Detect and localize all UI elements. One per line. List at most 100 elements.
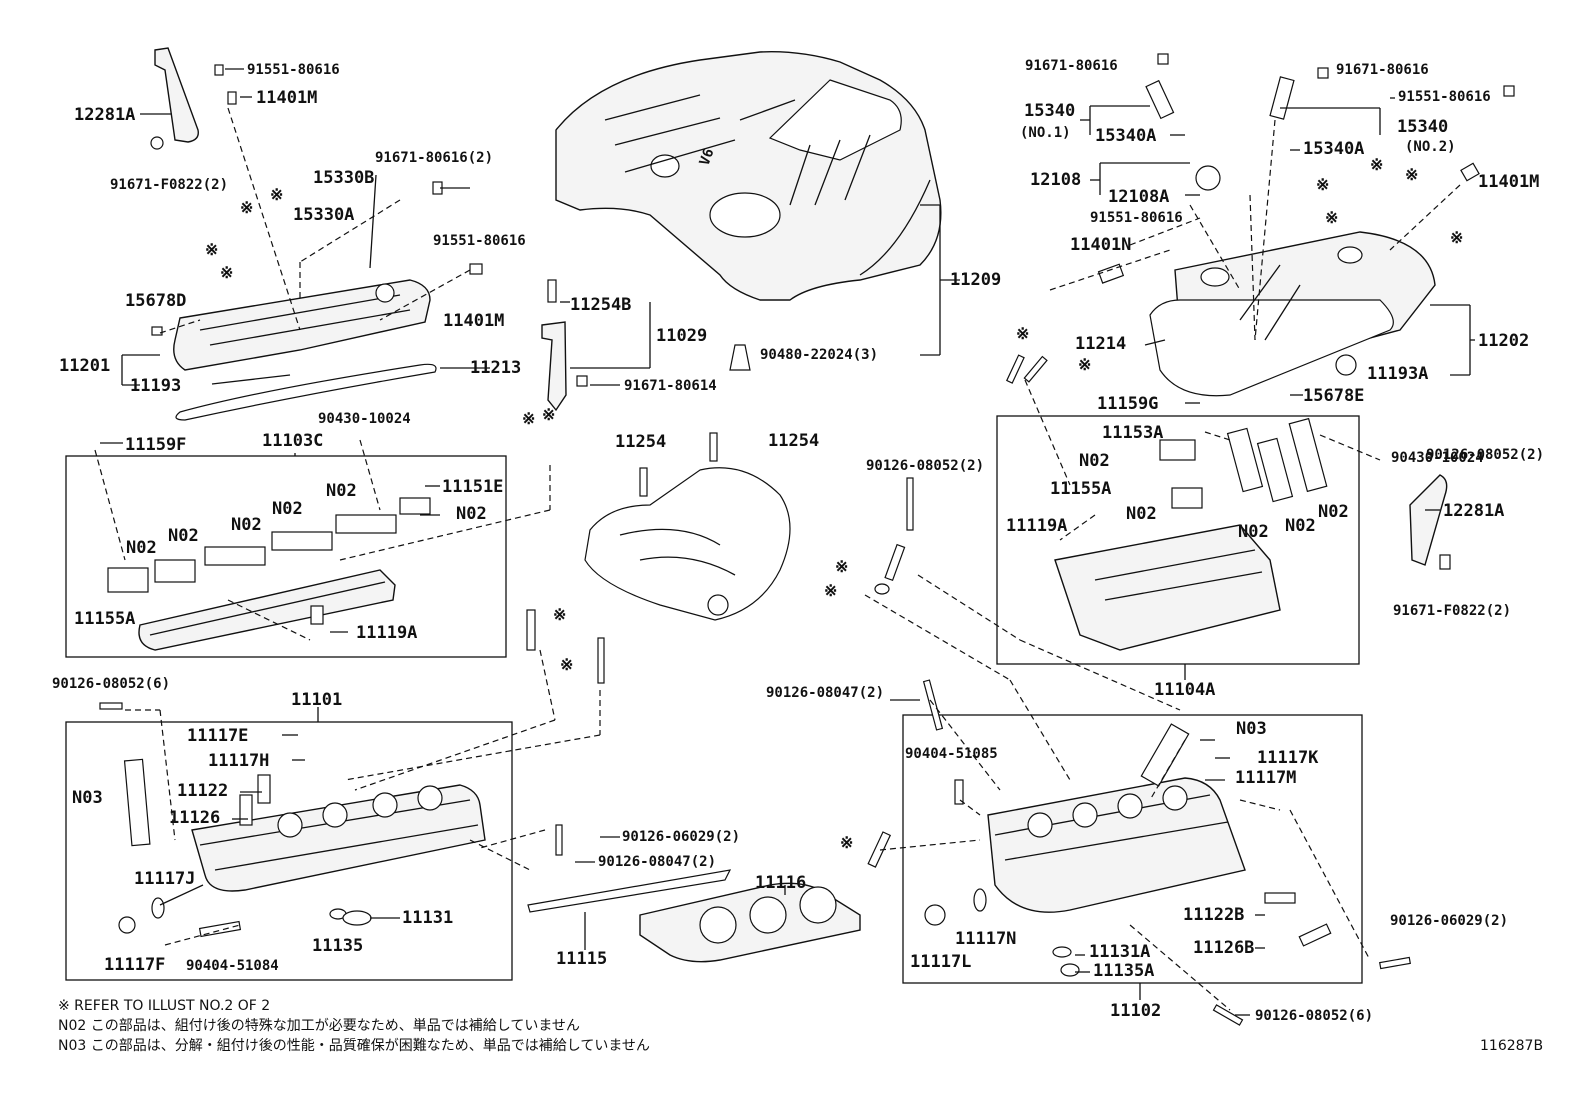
intake-manifold-drawing xyxy=(584,467,791,621)
note-n03: N03 この部品は、分解・組付け後の性能・品質確保が困難なため、単品では補給して… xyxy=(58,1038,650,1054)
label-11117h: 11117H xyxy=(208,751,269,771)
label-n02-d: N02 xyxy=(231,515,262,535)
footer-notes: ※ REFER TO ILLUST NO.2 OF 2 N02 この部品は、組付… xyxy=(58,998,1543,1054)
label-11117k: 11117K xyxy=(1257,748,1319,768)
label-11214: 11214 xyxy=(1075,334,1126,354)
svg-text:※: ※ xyxy=(1450,228,1463,247)
label-91551-80616-d: 91551-80616 xyxy=(1090,210,1183,226)
label-91551-80616-c: 91551-80616 xyxy=(1398,89,1491,105)
part-labels: 91551-80616 11401M 12281A 91671-F0822(2)… xyxy=(52,58,1544,1024)
label-11029: 11029 xyxy=(656,326,707,346)
label-91671-80616-c: 91671-80616 xyxy=(1025,58,1118,74)
svg-text:※: ※ xyxy=(205,240,218,259)
rocker-assembly-right-drawing xyxy=(1054,417,1328,651)
label-11102: 11102 xyxy=(1110,1001,1161,1021)
label-90126-06029-2-right: 90126-06029(2) xyxy=(1390,913,1508,929)
label-11254b: 11254B xyxy=(570,295,631,315)
label-n02-f: N02 xyxy=(126,538,157,558)
right-cylinder-head-drawing xyxy=(924,723,1332,977)
svg-text:※: ※ xyxy=(542,405,555,424)
label-11117m: 11117M xyxy=(1235,768,1296,788)
label-n02-i: N02 xyxy=(1238,522,1269,542)
label-n03-right: N03 xyxy=(1236,719,1267,739)
fasteners-drawing xyxy=(99,53,1515,1026)
label-11104a: 11104A xyxy=(1154,680,1215,700)
label-90126-08052-2-mid: 90126-08052(2) xyxy=(866,458,984,474)
note-refer: ※ REFER TO ILLUST NO.2 OF 2 xyxy=(58,998,270,1014)
rocker-assembly-left-drawing xyxy=(107,497,431,651)
label-11117l: 11117L xyxy=(910,952,971,972)
label-11101: 11101 xyxy=(291,690,342,710)
svg-text:※: ※ xyxy=(1325,208,1338,227)
label-90126-08052-2-right: 90126-08052(2) xyxy=(1426,447,1544,463)
label-90430-10024-a: 90430-10024 xyxy=(318,411,411,427)
label-12108a: 12108A xyxy=(1108,187,1169,207)
label-11126b: 11126B xyxy=(1193,938,1254,958)
label-11401m-c: 11401M xyxy=(1478,172,1539,192)
label-n02-h: N02 xyxy=(1126,504,1157,524)
label-11126: 11126 xyxy=(169,808,220,828)
box-head-left xyxy=(65,721,513,981)
label-15330a: 15330A xyxy=(293,205,354,225)
label-90126-06029-2-mid: 90126-06029(2) xyxy=(622,829,740,845)
label-11135a: 11135A xyxy=(1093,961,1154,981)
left-valve-cover-drawing xyxy=(173,279,437,421)
label-11115: 11115 xyxy=(556,949,607,969)
label-11209: 11209 xyxy=(950,270,1001,290)
label-n02-j: N02 xyxy=(1285,516,1316,536)
label-11201: 11201 xyxy=(59,356,110,376)
svg-text:※: ※ xyxy=(553,605,566,624)
label-n03-left: N03 xyxy=(72,788,103,808)
svg-text:※: ※ xyxy=(1370,155,1383,174)
label-no1: (NO.1) xyxy=(1020,125,1071,141)
label-11117n: 11117N xyxy=(955,929,1016,949)
label-91671-80616-2-a: 91671-80616(2) xyxy=(375,150,493,166)
label-12281a-right: 12281A xyxy=(1443,501,1504,521)
svg-text:※: ※ xyxy=(835,557,848,576)
label-91671-f0822-right: 91671-F0822(2) xyxy=(1393,603,1511,619)
label-90126-08047-2-mid: 90126-08047(2) xyxy=(598,854,716,870)
engine-cover-drawing: V6 xyxy=(555,51,942,301)
label-11193: 11193 xyxy=(130,376,181,396)
assembly-dashed-lines xyxy=(94,107,1461,1011)
label-15330b: 15330B xyxy=(313,168,374,188)
label-15340a-b: 15340A xyxy=(1303,139,1364,159)
label-15340a-a: 15340A xyxy=(1095,126,1156,146)
svg-text:※: ※ xyxy=(240,198,253,217)
label-n02-a: N02 xyxy=(326,481,357,501)
left-cylinder-head-drawing xyxy=(118,758,486,938)
svg-text:※: ※ xyxy=(824,581,837,600)
label-n02-g: N02 xyxy=(1079,451,1110,471)
label-11401m-a: 11401M xyxy=(256,88,317,108)
box-rocker-group-left xyxy=(65,455,507,658)
label-11153a: 11153A xyxy=(1102,423,1163,443)
svg-text:※: ※ xyxy=(1078,355,1091,374)
label-n02-k: N02 xyxy=(1318,502,1349,522)
label-11117f: 11117F xyxy=(104,955,165,975)
label-90480-22024: 90480-22024(3) xyxy=(760,347,878,363)
label-11131: 11131 xyxy=(402,908,453,928)
box-rocker-group-right xyxy=(996,415,1360,665)
figure-id: 116287B xyxy=(1480,1038,1543,1054)
bracket-12281a-right xyxy=(1409,474,1448,566)
label-90430-10024-b: 90430-10024 xyxy=(1391,450,1484,466)
label-90404-51085: 90404-51085 xyxy=(905,746,998,762)
svg-text:※: ※ xyxy=(1316,175,1329,194)
label-11155a-right: 11155A xyxy=(1050,479,1111,499)
label-90404-51084: 90404-51084 xyxy=(186,958,279,974)
svg-text:※: ※ xyxy=(522,409,535,428)
svg-text:※: ※ xyxy=(220,263,233,282)
label-no2: (NO.2) xyxy=(1405,139,1456,155)
label-11122b: 11122B xyxy=(1183,905,1244,925)
label-11117j: 11117J xyxy=(134,869,195,889)
svg-text:※: ※ xyxy=(270,185,283,204)
label-91551-80616-b: 91551-80616 xyxy=(433,233,526,249)
label-91551-80616-a: 91551-80616 xyxy=(247,62,340,78)
label-11159f: 11159F xyxy=(125,435,186,455)
label-11401n: 11401N xyxy=(1070,235,1131,255)
label-11254-a: 11254 xyxy=(615,432,666,452)
label-11103c: 11103C xyxy=(262,431,323,451)
label-n02-c: N02 xyxy=(272,499,303,519)
leader-lines xyxy=(100,68,1475,1016)
